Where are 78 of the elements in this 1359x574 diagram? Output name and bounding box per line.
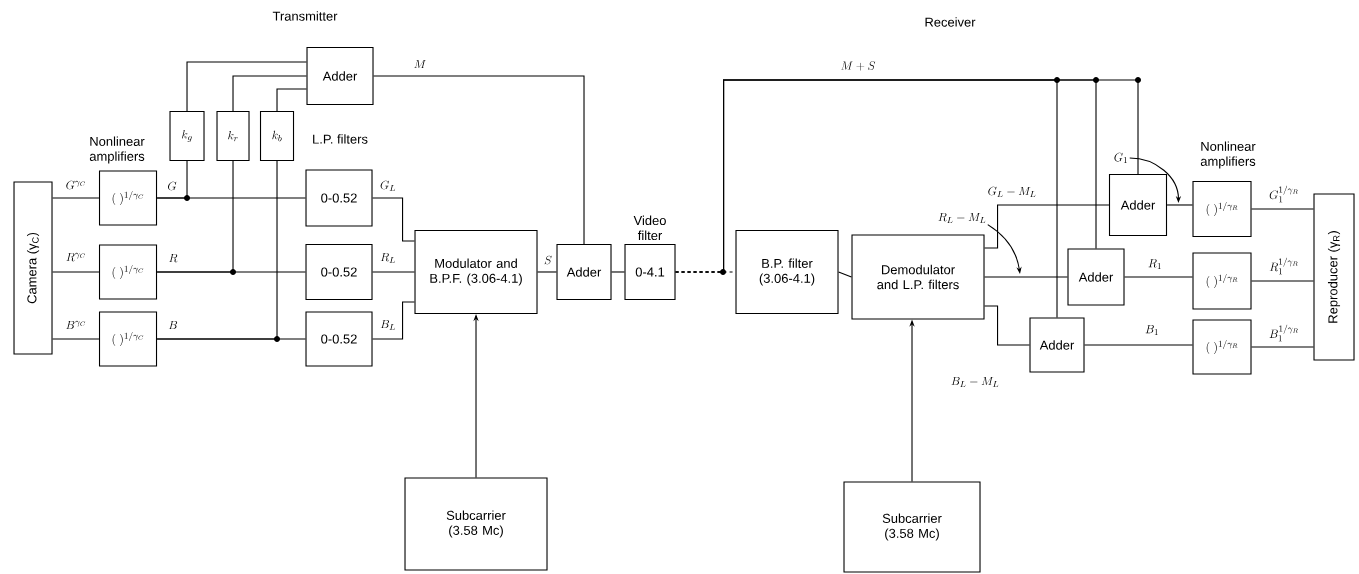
connector-line xyxy=(984,305,1030,346)
caption-text: Nonlinear amplifiers xyxy=(1200,141,1256,169)
block-box: Camera (γ$_{C}$) xyxy=(13,181,53,355)
signal-label: $B_L$ xyxy=(379,318,397,332)
connector-line xyxy=(156,160,234,273)
signal-label: $G_L - M_L$ xyxy=(986,185,1038,199)
block-box: $(\;)^{1/\gamma_C}$ xyxy=(98,170,158,226)
block-box: Adder xyxy=(556,243,612,301)
block-box: $(\;)^{1/\gamma_C}$ xyxy=(98,311,158,367)
connector-line xyxy=(984,204,1110,249)
signal-label: $R^{\gamma_C}$ xyxy=(64,251,88,263)
connector-line xyxy=(276,88,307,112)
connector-line xyxy=(156,160,188,199)
block-box: 0-0.52 xyxy=(305,243,373,301)
block-box: $(\;)^{1/\gamma_C}$ xyxy=(98,244,158,300)
block-box: Demodulator and L.P. filters xyxy=(851,234,985,320)
block-box: $(\;)^{1/\gamma_R}$ xyxy=(1192,319,1252,375)
connector-line xyxy=(838,271,852,278)
connector-line xyxy=(372,301,415,340)
block-box: Adder xyxy=(1029,317,1085,373)
block-box: $k_g$ xyxy=(169,110,205,162)
connector-line xyxy=(372,271,415,273)
block-box: Subcarrier (3.58 Mc) xyxy=(843,481,981,573)
block-box: Adder xyxy=(306,46,374,106)
block-box: $(\;)^{1/\gamma_R}$ xyxy=(1192,252,1252,310)
block-box: Modulator and B.P.F. (3.06-4.1) xyxy=(414,229,538,315)
connector-line xyxy=(1084,344,1193,346)
block-box: 0-0.52 xyxy=(305,169,373,227)
block-box: Subcarrier (3.58 Mc) xyxy=(404,477,548,571)
block-box: Adder xyxy=(1067,248,1125,306)
signal-label: $B^{\gamma_C}$ xyxy=(64,319,88,331)
signal-label: $B$ xyxy=(167,319,179,331)
signal-label: $R_1^{1/\gamma_R}$ xyxy=(1268,256,1300,276)
connector-line xyxy=(372,197,415,242)
signal-label: $B_L - M_L$ xyxy=(949,375,1001,389)
signal-label: $G^{\gamma_C}$ xyxy=(64,179,88,191)
signal-label: $R_1$ xyxy=(1147,258,1163,270)
block-box: 0-4.1 Video filter xyxy=(624,215,676,301)
block-box: $k_r$ xyxy=(216,110,250,162)
block-box: Reproducer (γ$_{R}$) xyxy=(1313,193,1355,361)
signal-label: $B_1$ xyxy=(1144,324,1160,336)
signal-label: $R_L - M_L$ xyxy=(938,212,986,224)
connector-line xyxy=(1251,346,1314,348)
section-heading: Receiver xyxy=(925,17,976,27)
signal-label: $M + S$ xyxy=(839,60,877,72)
node-label: Video filter xyxy=(633,215,666,241)
connector-line xyxy=(611,271,625,273)
connector-line xyxy=(984,276,1068,278)
connector-line xyxy=(1251,280,1314,282)
connector-line xyxy=(1166,204,1193,206)
connector-line xyxy=(52,338,100,340)
connector-line xyxy=(373,75,585,245)
connector-line xyxy=(186,61,307,112)
signal-label: $G_L$ xyxy=(379,179,397,193)
caption-text: L.P. filters xyxy=(313,134,368,144)
signal-label: $G_1^{1/\gamma_R}$ xyxy=(1268,184,1300,204)
section-heading: Transmitter xyxy=(272,11,338,21)
block-box: $(\;)^{1/\gamma_R}$ xyxy=(1192,180,1252,238)
connector-line xyxy=(156,160,278,340)
signal-label: $B_1^{1/\gamma_R}$ xyxy=(1268,323,1300,343)
connector-line xyxy=(537,271,557,273)
signal-label: $G_1$ xyxy=(1114,152,1127,163)
signal-label: $R_L$ xyxy=(379,251,397,265)
connector-line xyxy=(675,79,1058,318)
connector-line xyxy=(52,197,100,199)
block-box: 0-0.52 xyxy=(305,311,373,367)
signal-label: $R$ xyxy=(167,252,179,264)
connector-line xyxy=(1124,276,1193,278)
block-box: Adder xyxy=(1108,173,1168,237)
connector-line xyxy=(1251,208,1314,210)
block-box: $k_b$ xyxy=(259,110,295,162)
signal-label: $S$ xyxy=(543,254,553,266)
signal-label: $M$ xyxy=(412,58,428,70)
caption-text: Nonlinear amplifiers xyxy=(89,136,145,164)
connector-line xyxy=(232,75,307,112)
signal-label: $G$ xyxy=(166,180,178,192)
block-box: B.P. filter (3.06-4.1) xyxy=(735,229,839,315)
connector-line xyxy=(52,271,100,273)
